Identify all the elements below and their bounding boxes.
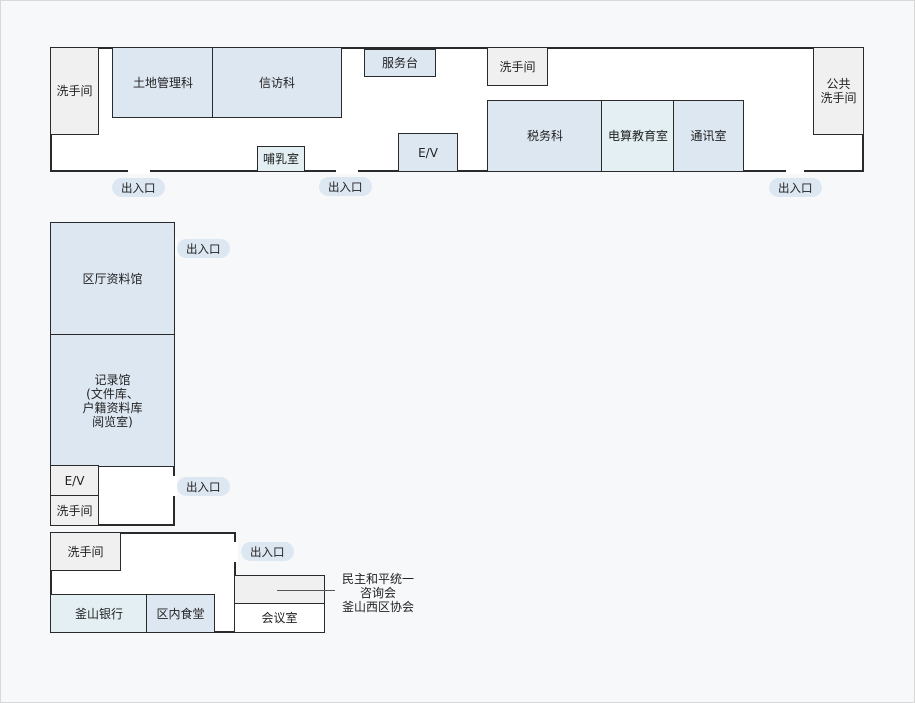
room-restroom-center[interactable]: 洗手间 (487, 47, 548, 86)
room-label: 记录馆 (文件库、 户籍资料库 阅览室) (82, 372, 143, 429)
room-label: E/V (418, 145, 438, 160)
room-district-archive[interactable]: 区厅资料馆 (50, 222, 175, 336)
room-service-desk[interactable]: 服务台 (364, 49, 436, 77)
council-annotation: 民主和平统一 咨询会 釜山西区协会 (341, 572, 414, 614)
room-public-restroom[interactable]: 公共 洗手间 (813, 47, 864, 135)
room-label: 税务科 (526, 129, 563, 143)
room-label: 洗手间 (499, 59, 536, 74)
entrance-label: 出入口 (112, 178, 165, 197)
bottom-entrance-gap (232, 542, 238, 562)
room-petitions[interactable]: 信访科 (212, 47, 342, 118)
room-meeting[interactable]: 会议室 (234, 603, 325, 633)
top-entrance-gap-1 (128, 168, 150, 174)
room-label: 公共 洗手间 (820, 77, 857, 105)
room-restroom-left-wing[interactable]: 洗手间 (50, 495, 99, 526)
room-label: 会议室 (261, 611, 298, 625)
room-label: 电算教育室 (607, 129, 668, 143)
room-label: 洗手间 (67, 544, 104, 559)
room-label: 通讯室 (690, 129, 727, 143)
room-bank[interactable]: 釜山银行 (50, 594, 148, 633)
room-label: E/V (64, 474, 85, 488)
top-entrance-gap-2 (336, 168, 358, 174)
room-tax[interactable]: 税务科 (487, 100, 603, 172)
room-label: 釜山银行 (74, 606, 123, 621)
room-communications[interactable]: 通讯室 (673, 100, 744, 172)
room-label: 土地管理科 (132, 75, 193, 90)
room-records-hall[interactable]: 记录馆 (文件库、 户籍资料库 阅览室) (50, 334, 175, 467)
room-restroom-left[interactable]: 洗手间 (50, 47, 99, 135)
entrance-label: 出入口 (177, 477, 230, 496)
room-label: 信访科 (258, 75, 295, 90)
room-nursing[interactable]: 哺乳室 (257, 146, 305, 172)
room-cafeteria[interactable]: 区内食堂 (146, 594, 215, 633)
room-elevator-left[interactable]: E/V (50, 465, 99, 497)
top-entrance-gap-3 (786, 168, 804, 174)
entrance-label: 出入口 (177, 239, 230, 258)
room-elevator-top[interactable]: E/V (398, 133, 458, 172)
room-restroom-bottom[interactable]: 洗手间 (50, 532, 121, 571)
left-entrance-gap-2 (171, 476, 177, 496)
room-label: 区内食堂 (156, 606, 205, 621)
entrance-label: 出入口 (319, 177, 372, 196)
room-land-management[interactable]: 土地管理科 (112, 47, 214, 118)
entrance-label: 出入口 (769, 178, 822, 197)
room-label: 洗手间 (56, 503, 93, 518)
council-leader-line (277, 590, 335, 591)
room-label: 服务台 (381, 56, 418, 70)
room-label: 洗手间 (56, 84, 93, 98)
entrance-label: 出入口 (241, 542, 294, 561)
room-label: 区厅资料馆 (82, 272, 143, 286)
room-label: 哺乳室 (262, 152, 299, 166)
room-computer-education[interactable]: 电算教育室 (601, 100, 675, 172)
